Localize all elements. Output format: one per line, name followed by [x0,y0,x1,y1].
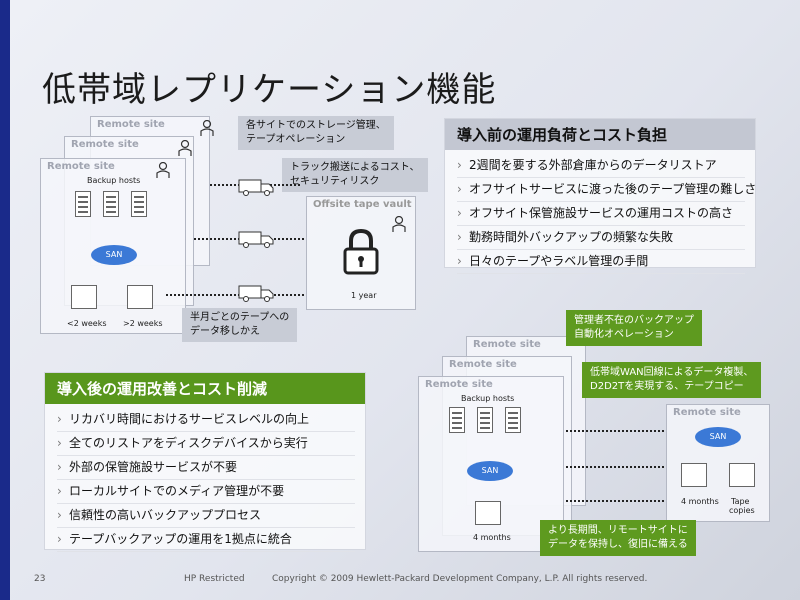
tape-icon [127,285,153,309]
list-item: オフサイトサービスに渡った後のテープ管理の難しさ [457,178,756,202]
list-item: 外部の保管施設サービスが不要 [57,456,355,480]
transport-line [166,294,304,296]
person-icon [156,162,170,178]
san-icon: SAN [467,461,513,481]
server-icon [131,191,147,217]
truck-icon [238,231,274,248]
server-icon [477,407,493,433]
list-item: 2週間を要する外部倉庫からのデータリストア [457,154,745,178]
page-number: 23 [34,574,46,584]
callout-storage-management: 各サイトでのストレージ管理、 テープオペレーション [238,116,394,150]
disk-icon [475,501,501,525]
person-icon [392,216,406,232]
person-icon [178,140,192,156]
panel-before-list: 2週間を要する外部倉庫からのデータリストア オフサイトサービスに渡った後のテープ… [445,150,756,278]
remote-site-front: Remote site Backup hosts SAN <2 weeks >2… [40,158,186,334]
server-icon [103,191,119,217]
list-item: 日々のテープやラベル管理の手間 [457,250,745,274]
san-icon: SAN [695,427,741,447]
person-icon [200,120,214,136]
tape-icon [729,463,755,487]
callout-wan-replication: 低帯域WAN回線によるデータ複製、 D2D2Tを実現する、テープコピー [582,362,762,398]
panel-after-list: リカバリ時間におけるサービスレベルの向上 全てのリストアをディスクデバイスから実… [45,404,365,556]
san-icon: SAN [91,245,137,265]
list-item: オフサイト保管施設サービスの運用コストの高さ [457,202,745,226]
lock-icon [343,228,379,275]
replication-line [566,500,664,502]
remote-target-site: Remote site SAN 4 months Tape copies [666,404,770,522]
disk-icon [71,285,97,309]
remote-site-front: Remote site Backup hosts SAN 4 months [418,376,564,552]
list-item: 全てのリストアをディスクデバイスから実行 [57,432,355,456]
server-icon [505,407,521,433]
server-icon [449,407,465,433]
list-item: 勤務時間外バックアップの頻繁な失敗 [457,226,745,250]
list-item: テープバックアップの運用を1拠点に統合 [57,528,355,552]
restricted-label: HP Restricted [184,574,245,584]
list-item: 信頼性の高いバックアッププロセス [57,504,355,528]
callout-longterm-retention: より長期間、リモートサイトに データを保持し、復旧に備える [540,520,696,556]
panel-before-heading: 導入前の運用負荷とコスト負担 [445,119,755,150]
panel-after: 導入後の運用改善とコスト削減 リカバリ時間におけるサービスレベルの向上 全てのリ… [44,372,366,552]
server-icon [75,191,91,217]
panel-before: 導入前の運用負荷とコスト負担 2週間を要する外部倉庫からのデータリストア オフサ… [444,118,756,274]
slide-title: 低帯域レプリケーション機能 [42,70,497,110]
slide: 低帯域レプリケーション機能 Remote site Remote site Re… [10,0,800,600]
copyright: Copyright © 2009 Hewlett-Packard Develop… [272,574,648,584]
replication-line [566,430,664,432]
replication-line [566,466,664,468]
callout-unattended-backup: 管理者不在のバックアップ 自動化オペレーション [566,310,702,346]
panel-after-heading: 導入後の運用改善とコスト削減 [45,373,365,404]
callout-truck-cost: トラック搬送によるコスト、 セキュリティリスク [282,158,428,192]
list-item: ローカルサイトでのメディア管理が不要 [57,480,355,504]
callout-tape-transfer: 半月ごとのテープへの データ移しかえ [182,308,298,342]
truck-icon [238,179,274,196]
list-item: リカバリ時間におけるサービスレベルの向上 [57,408,355,432]
truck-icon [238,285,274,302]
disk-icon [681,463,707,487]
offsite-tape-vault: Offsite tape vault 1 year [306,196,416,310]
